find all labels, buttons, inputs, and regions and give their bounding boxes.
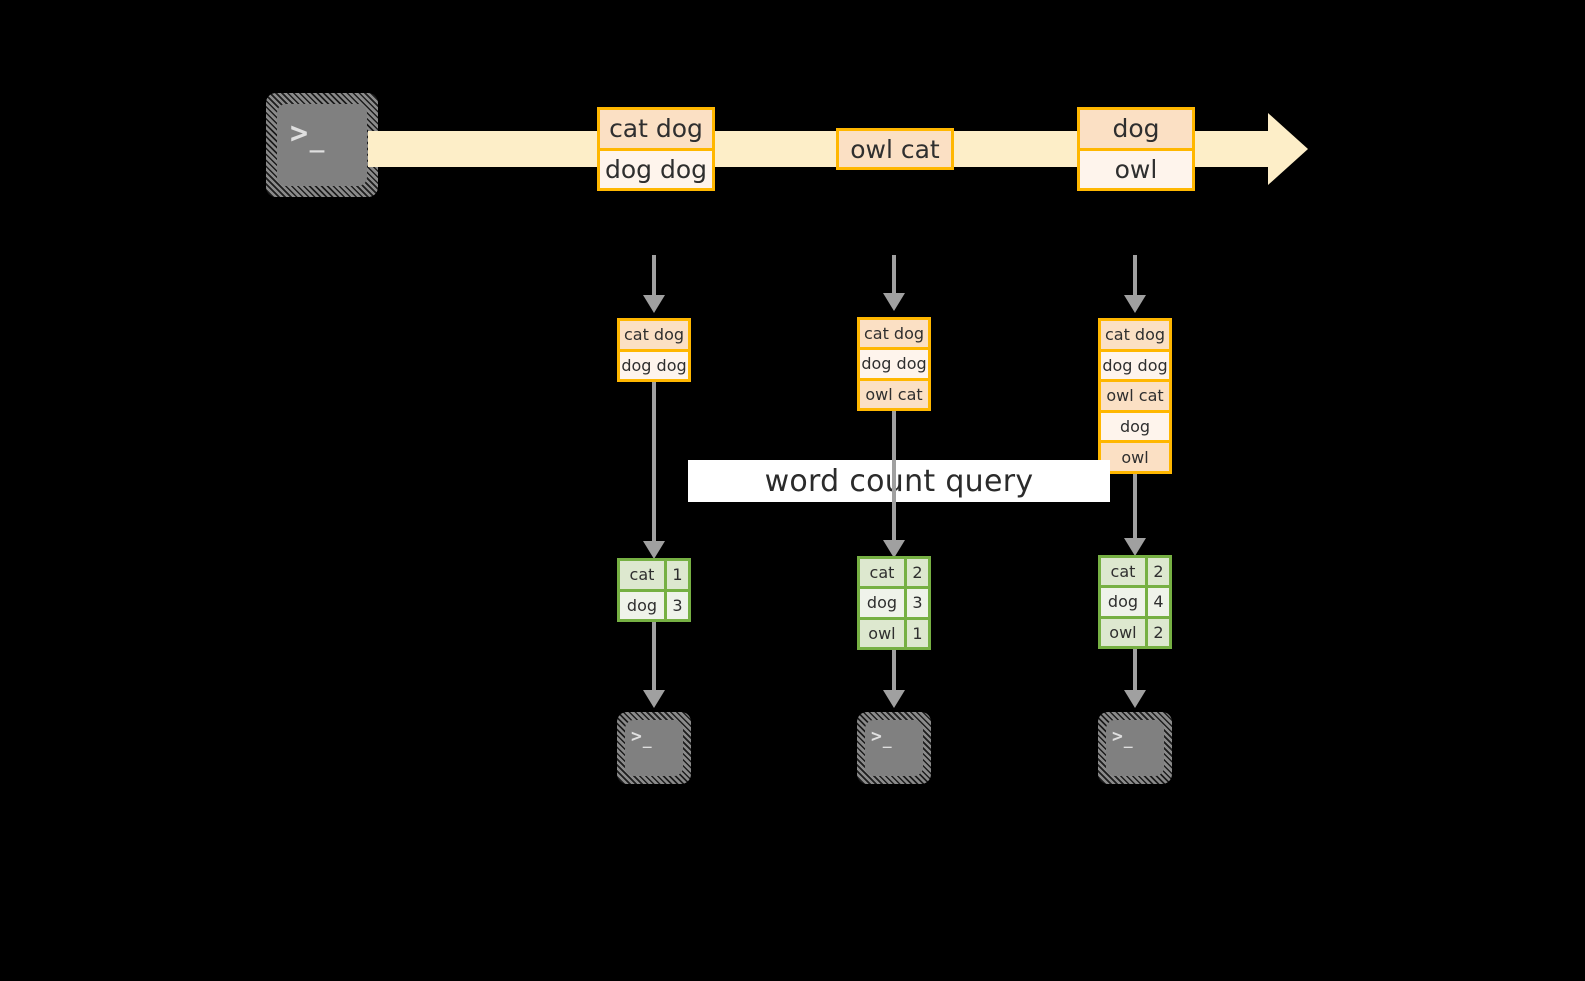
query-label-text: word count query xyxy=(764,463,1034,499)
snapshot-2-query-arrowhead xyxy=(883,540,905,558)
stream-record-group-2: owl cat xyxy=(836,128,954,170)
snapshot-1-input-line: dog dog xyxy=(620,348,688,379)
stream-record-line: owl xyxy=(1080,147,1192,188)
terminal-face xyxy=(277,104,367,186)
snapshot-3-tap-arrowhead xyxy=(1124,295,1146,313)
terminal-face xyxy=(865,720,923,776)
table-row: cat 2 xyxy=(860,559,928,587)
table-row: cat 1 xyxy=(620,561,688,589)
query-label-banner: word count query xyxy=(688,460,1110,502)
snapshot-1-sink-line xyxy=(652,622,656,694)
stream-record-line: dog xyxy=(1080,110,1192,148)
terminal-prompt-char: > xyxy=(1112,726,1124,747)
result-word: dog xyxy=(866,593,898,613)
snapshot-1-input-table: cat dog dog dog xyxy=(617,318,691,382)
snapshot-2-sink-arrowhead xyxy=(883,690,905,708)
snapshot-2-input-table: cat dog dog dog owl cat xyxy=(857,317,931,411)
terminal-cursor-char: _ xyxy=(309,125,327,154)
snapshot-1-sink-arrowhead xyxy=(643,690,665,708)
stream-arrowhead xyxy=(1268,113,1308,185)
table-row: owl 2 xyxy=(1101,615,1169,646)
snapshot-3-result-table: cat 2 dog 4 owl 2 xyxy=(1098,555,1172,649)
result-count: 1 xyxy=(663,561,688,589)
result-word: cat xyxy=(869,563,895,583)
snapshot-3-input-line: owl xyxy=(1101,440,1169,471)
snapshot-3-input-line: cat dog xyxy=(1101,321,1169,349)
result-count: 1 xyxy=(903,619,928,647)
snapshot-1-query-line-overlay xyxy=(652,460,656,502)
stream-record-group-1: cat dog dog dog xyxy=(597,107,715,191)
result-count: 2 xyxy=(903,559,928,587)
stream-record-line: owl cat xyxy=(839,131,951,167)
terminal-prompt-glyph: >_ xyxy=(290,116,327,154)
terminal-prompt-char: > xyxy=(871,726,883,747)
terminal-face xyxy=(625,720,683,776)
snapshot-3-sink-line xyxy=(1133,649,1137,694)
snapshot-3-sink-arrowhead xyxy=(1124,690,1146,708)
stream-record-group-3: dog owl xyxy=(1077,107,1195,191)
result-word: owl xyxy=(1109,622,1137,642)
snapshot-3-input-line: dog xyxy=(1101,409,1169,441)
snapshot-2-result-table: cat 2 dog 3 owl 1 xyxy=(857,556,931,650)
snapshot-2-sink-line xyxy=(892,650,896,694)
result-count: 2 xyxy=(1144,558,1169,586)
terminal-cursor-char: _ xyxy=(1123,732,1134,749)
snapshot-2-input-line: dog dog xyxy=(860,347,928,378)
snapshot-3-tap-line xyxy=(1133,255,1137,297)
table-row: dog 4 xyxy=(1101,585,1169,616)
result-word: dog xyxy=(1107,592,1139,612)
terminal-cursor-char: _ xyxy=(882,732,893,749)
stream-record-line: dog dog xyxy=(600,147,712,188)
result-word: owl xyxy=(868,623,896,643)
result-word: dog xyxy=(626,595,658,615)
snapshot-1-input-line: cat dog xyxy=(620,321,688,349)
terminal-prompt-glyph: >_ xyxy=(631,726,653,749)
stream-record-line: cat dog xyxy=(600,110,712,148)
snapshot-3-input-line: dog dog xyxy=(1101,348,1169,380)
snapshot-1-sink-terminal-icon: >_ xyxy=(617,712,691,784)
snapshot-3-input-line: owl cat xyxy=(1101,379,1169,410)
terminal-prompt-char: > xyxy=(290,116,310,151)
terminal-cursor-char: _ xyxy=(642,732,653,749)
result-count: 3 xyxy=(663,591,688,619)
result-count: 3 xyxy=(903,589,928,617)
terminal-prompt-glyph: >_ xyxy=(871,726,893,749)
source-terminal-icon: >_ xyxy=(266,93,378,197)
table-row: owl 1 xyxy=(860,616,928,647)
snapshot-1-query-arrowhead xyxy=(643,541,665,559)
snapshot-1-tap-arrowhead xyxy=(643,295,665,313)
snapshot-3-sink-terminal-icon: >_ xyxy=(1098,712,1172,784)
snapshot-2-sink-terminal-icon: >_ xyxy=(857,712,931,784)
result-count: 4 xyxy=(1144,588,1169,616)
result-count: 2 xyxy=(1144,618,1169,646)
terminal-face xyxy=(1106,720,1164,776)
snapshot-1-result-table: cat 1 dog 3 xyxy=(617,558,691,622)
result-word: cat xyxy=(1110,562,1136,582)
snapshot-2-tap-line xyxy=(892,255,896,295)
snapshot-3-query-line xyxy=(1133,474,1137,552)
snapshot-3-query-arrowhead xyxy=(1124,538,1146,556)
snapshot-2-input-line: cat dog xyxy=(860,320,928,348)
snapshot-3-input-table: cat dog dog dog owl cat dog owl xyxy=(1098,318,1172,474)
terminal-prompt-glyph: >_ xyxy=(1112,726,1134,749)
snapshot-2-tap-arrowhead xyxy=(883,293,905,311)
snapshot-1-tap-line xyxy=(652,255,656,297)
result-word: cat xyxy=(629,565,655,585)
snapshot-2-query-line-overlay xyxy=(892,460,896,502)
table-row: cat 2 xyxy=(1101,558,1169,586)
table-row: dog 3 xyxy=(860,586,928,617)
table-row: dog 3 xyxy=(620,588,688,619)
snapshot-2-input-line: owl cat xyxy=(860,377,928,408)
terminal-prompt-char: > xyxy=(631,726,643,747)
